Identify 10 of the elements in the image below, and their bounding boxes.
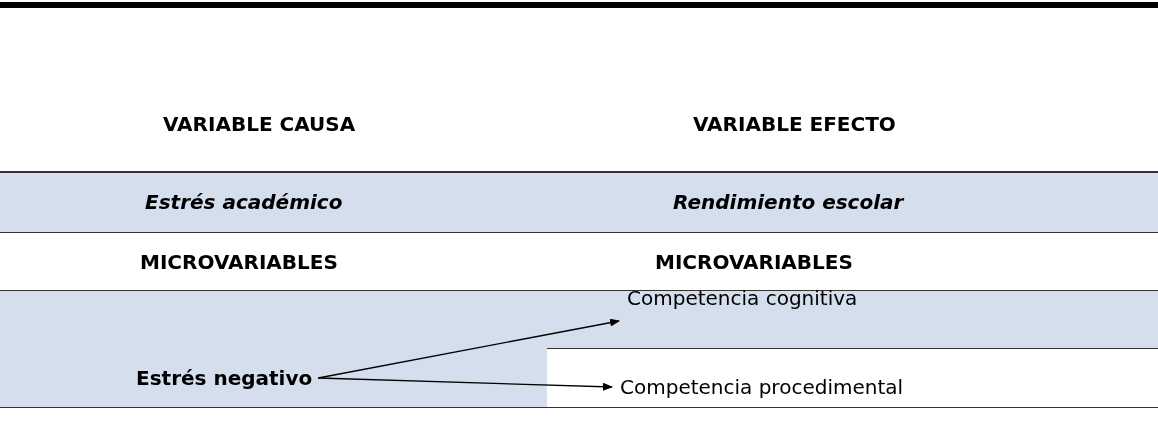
variable-label: Competencia procedimental <box>620 375 904 399</box>
section-heading: MICROVARIABLES <box>140 250 338 274</box>
column-heading: VARIABLE CAUSA <box>163 112 356 136</box>
section-heading: MICROVARIABLES <box>655 250 853 274</box>
column-heading: VARIABLE EFECTO <box>693 112 896 136</box>
variable-label: Competencia cognitiva <box>627 286 858 310</box>
variable-name: Estrés académico <box>145 190 343 214</box>
arrow <box>317 377 613 391</box>
variable-label: Estrés negativo <box>136 366 313 390</box>
variable-name: Rendimiento escolar <box>673 190 904 214</box>
